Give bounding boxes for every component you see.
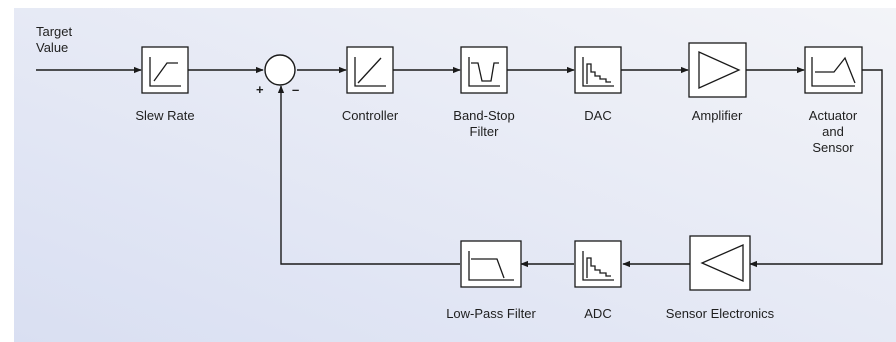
sensor-electronics-block [689, 235, 751, 291]
plus-sign: + [256, 82, 264, 97]
adc-label: ADC [584, 306, 612, 321]
diagonal-line-icon [354, 57, 386, 87]
dac-staircase-icon [582, 57, 614, 87]
low-pass-filter-label: Low-Pass Filter [446, 306, 536, 321]
adc-staircase-icon [582, 251, 614, 281]
minus-sign: – [292, 82, 300, 97]
ramp-icon [149, 57, 181, 87]
lowpass-icon [468, 251, 514, 281]
slew-rate-label: Slew Rate [135, 108, 195, 123]
notch-icon [468, 57, 500, 87]
band-stop-filter-label: Band-Stop Filter [453, 108, 515, 139]
feedback-arrow [277, 85, 460, 265]
summing-junction [264, 54, 296, 86]
dac-label: DAC [584, 108, 612, 123]
triangle-right-icon [698, 50, 741, 90]
resonance-peak-icon [811, 56, 856, 87]
actuator-sensor-block [804, 46, 863, 94]
sensor-electronics-label: Sensor Electronics [665, 306, 775, 321]
actuator-sensor-label: Actuator and Sensor [808, 108, 858, 155]
low-pass-filter-block [460, 240, 522, 288]
amplifier-label: Amplifier [691, 108, 743, 123]
controller-label: Controller [341, 108, 399, 123]
actuator-to-sensor-electronics-arrow [749, 69, 883, 268]
triangle-left-icon [700, 244, 744, 282]
signal-lines [36, 66, 883, 268]
input-label-target-value: Target Value [36, 24, 73, 55]
